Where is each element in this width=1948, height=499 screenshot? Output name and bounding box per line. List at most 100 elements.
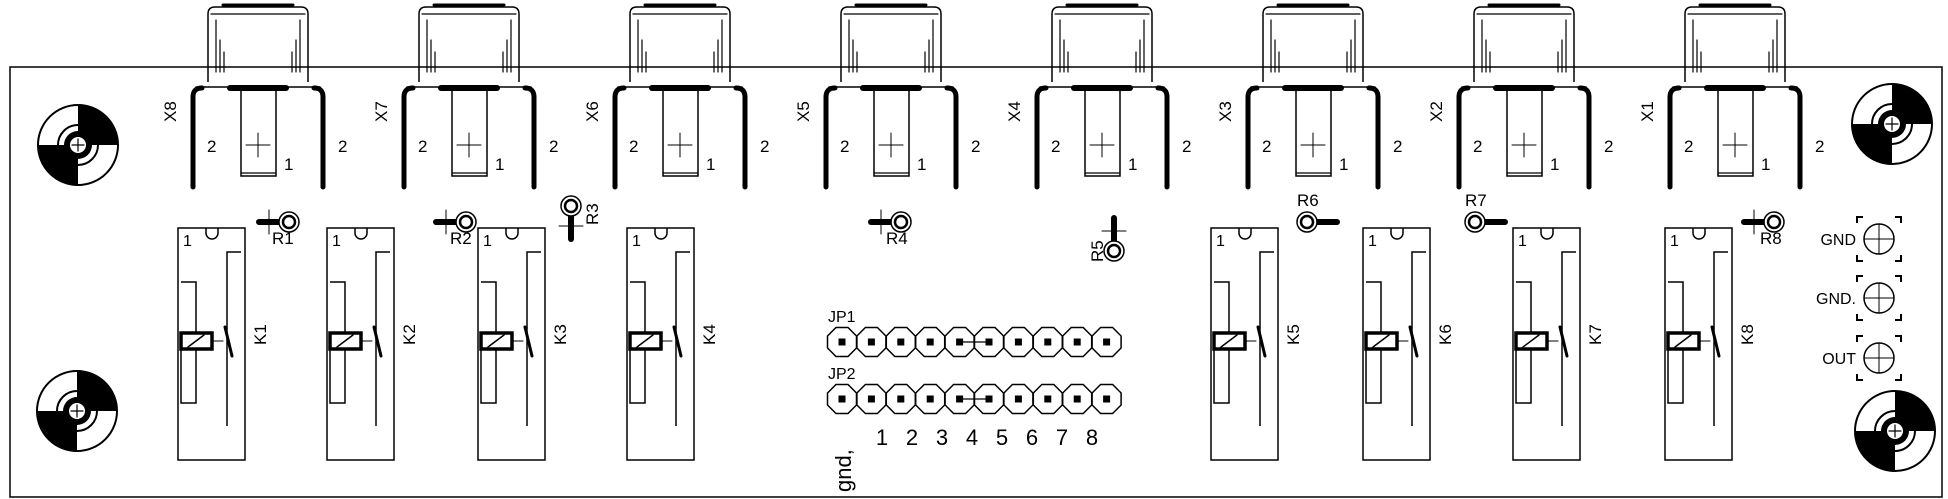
switch-contact-icon — [223, 325, 234, 358]
switch-contact-icon — [672, 325, 683, 358]
resistor-pad-inner — [1467, 214, 1483, 230]
header-pin — [914, 383, 946, 415]
connector-label: X6 — [583, 101, 602, 122]
terminal-label: GND — [1820, 232, 1856, 249]
board-outline — [9, 66, 1943, 498]
header-pin-hole — [897, 338, 905, 346]
pin-label: 2 — [1684, 137, 1693, 156]
header-jp1: JP1 — [826, 309, 1122, 358]
relay-coil-trace — [480, 349, 497, 404]
relay-k5: 1K5 — [1210, 227, 1303, 461]
pin-1-pad — [451, 89, 488, 177]
relay-coil-trace — [1213, 349, 1230, 404]
relay-label: K4 — [700, 324, 719, 345]
connector-housing — [840, 6, 942, 82]
header-pin-hole — [926, 395, 934, 403]
coil-slash — [487, 334, 505, 348]
mounting-hole-2 — [36, 370, 118, 452]
pin-2-right — [311, 85, 326, 190]
header-number: 1 — [876, 425, 888, 450]
relay-coil-trace — [1366, 281, 1382, 333]
header-number: 8 — [1086, 425, 1098, 450]
header-pin — [1061, 383, 1093, 415]
pin-label: 1 — [706, 155, 715, 174]
pin-1-pad — [1506, 89, 1543, 177]
relay-contact-trace — [375, 251, 390, 426]
hole-inner-ring — [56, 390, 98, 432]
terminal-corner — [1856, 216, 1863, 223]
header-number: 3 — [936, 425, 948, 450]
terminal-corner — [1856, 314, 1863, 321]
relay-coil-trace — [180, 349, 197, 404]
pin-label: 2 — [549, 137, 558, 156]
terminal-3: OUT — [1822, 335, 1902, 381]
pin-label: 2 — [418, 137, 427, 156]
switch-contact-icon — [1710, 325, 1721, 358]
hole-quadrant — [1895, 391, 1935, 431]
pin-1-pad — [240, 89, 277, 177]
coil-slash — [1220, 334, 1238, 348]
relay-label: K6 — [1436, 324, 1455, 345]
pin-label: 2 — [1262, 137, 1271, 156]
coil-slash — [636, 334, 654, 348]
relay-coil-trace — [1214, 281, 1230, 333]
pin-label: 2 — [338, 137, 347, 156]
hole-quadrant — [38, 145, 78, 185]
switch-contact-icon — [523, 325, 534, 358]
pin-2-left — [1667, 85, 1682, 190]
connector-housing — [1473, 6, 1575, 82]
header-number: 2 — [906, 425, 918, 450]
connector-label: X3 — [1216, 101, 1235, 122]
hole-inner-ring — [1871, 103, 1913, 145]
relay-pin1-label: 1 — [1670, 233, 1679, 250]
header-pin — [944, 383, 975, 415]
relay-coil-trace — [1668, 281, 1684, 333]
header-pin-hole — [897, 395, 905, 403]
relay-label: K7 — [1586, 324, 1605, 345]
connector-housing — [1262, 6, 1364, 82]
terminal-corner — [1856, 374, 1863, 381]
relay-coil-trace — [329, 349, 346, 404]
pin-label: 2 — [1815, 137, 1824, 156]
header-pin-hole — [926, 338, 934, 346]
relay-body — [1362, 227, 1431, 461]
terminal-corner — [1895, 335, 1902, 342]
pin-label: 2 — [1051, 137, 1060, 156]
header-pin-hole — [1014, 338, 1022, 346]
relay-contact-trace — [1561, 251, 1576, 426]
resistor-pad-inner — [458, 214, 474, 230]
hole-quadrant — [78, 105, 118, 145]
relay-k1: 1K1 — [177, 227, 270, 461]
terminal-corner — [1895, 374, 1902, 381]
relay-k7: 1K7 — [1512, 227, 1605, 461]
pin-1-pad — [873, 89, 910, 177]
coil-slash — [187, 334, 205, 348]
pin-label: 1 — [1128, 155, 1137, 174]
header-label: JP1 — [828, 309, 856, 326]
relay-notch — [205, 228, 219, 240]
hole-quadrant — [37, 411, 77, 451]
relay-coil-trace — [630, 281, 646, 333]
relay-coil-trace — [481, 281, 497, 333]
header-pin-hole — [867, 395, 875, 403]
relay-k6: 1K6 — [1362, 227, 1455, 461]
relay-pin1-label: 1 — [332, 233, 341, 250]
coil-slash — [336, 334, 354, 348]
header-jp2: JP2 — [826, 366, 1122, 415]
pin-label: 1 — [917, 155, 926, 174]
terminal-label: GND. — [1816, 291, 1856, 308]
relay-label: K1 — [251, 324, 270, 345]
pin-2-left — [401, 85, 416, 190]
relay-contact-trace — [675, 251, 690, 426]
relay-pin1-label: 1 — [1216, 233, 1225, 250]
pin-2-right — [1788, 85, 1803, 190]
coil-slash — [1372, 334, 1390, 348]
relay-label: K5 — [1284, 324, 1303, 345]
pin-2-right — [522, 85, 537, 190]
header-pin-hole — [1044, 395, 1052, 403]
header-pin — [1003, 326, 1034, 358]
hole-quadrant — [1892, 84, 1932, 124]
